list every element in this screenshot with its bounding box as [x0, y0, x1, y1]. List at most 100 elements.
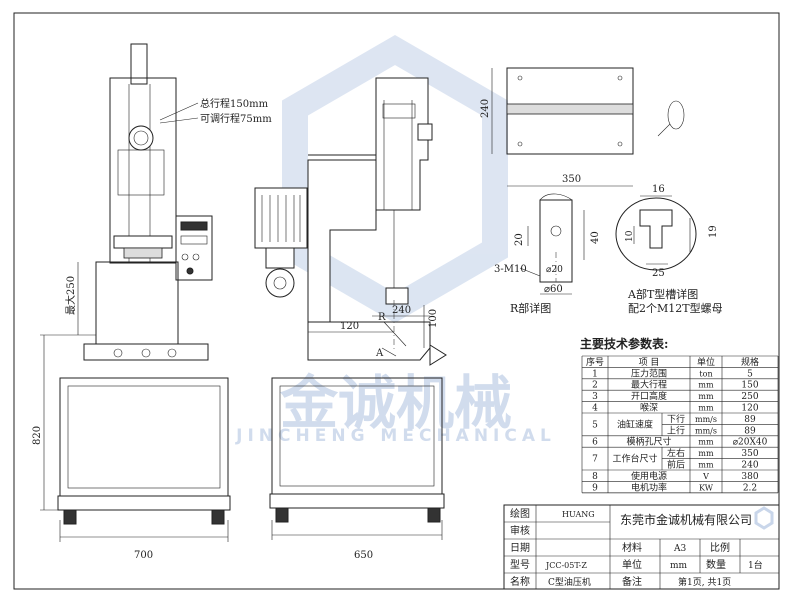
dim-table-350: 350 [562, 174, 581, 185]
tb-model-label: 型号 [510, 558, 530, 571]
spec-row-item: 电机功率 [631, 481, 667, 493]
caption-a-detail-1: A部T型槽详图 [627, 287, 698, 301]
tb-scale-label: 比例 [710, 541, 730, 554]
spec-row-no: 3 [592, 392, 598, 402]
dim-r-d20: ⌀20 [546, 265, 563, 275]
spec-row-value: 350 [741, 449, 758, 459]
spec-row-value: 89 [744, 415, 756, 425]
spec-row-value: 150 [741, 381, 758, 391]
spec-row-no: 6 [592, 438, 598, 448]
tb-name-value: C型油压机 [548, 576, 591, 588]
dim-throat: 120 [340, 321, 359, 332]
spec-row-item: 模柄孔尺寸 [626, 436, 671, 448]
detail-a: 16 10 19 25 A部T型槽详图 配2个M12T型螺母 [615, 184, 723, 315]
spec-row-value: 89 [744, 426, 756, 436]
spec-header: 序号 [586, 356, 604, 368]
spec-row-unit: mm [698, 381, 714, 390]
spec-row-no: 9 [592, 483, 598, 493]
spec-row-item: 油缸速度 [617, 418, 653, 430]
tb-company: 东莞市金诚机械有限公司 [620, 512, 752, 527]
spec-row-value: ⌀20X40 [733, 438, 768, 448]
spec-row-unit: mm/s [695, 426, 717, 435]
dim-a-25: 25 [652, 268, 665, 279]
drawing-border [13, 12, 780, 590]
dim-side-width: 650 [354, 550, 373, 561]
label-thread: 3-M10 [494, 264, 527, 275]
spec-row-unit: mm [698, 449, 714, 458]
side-view: 120 240 100 R A 650 [254, 77, 447, 561]
spec-row-no: 8 [592, 472, 598, 482]
tb-model-value: JCC-05T-Z [545, 561, 587, 570]
spec-row-sub: 下行 [667, 413, 685, 425]
logo-mark [754, 506, 774, 530]
tb-qty-value: 1台 [748, 559, 763, 571]
spec-row-sub: 左右 [667, 447, 685, 459]
spec-header: 规格 [741, 356, 759, 368]
spec-header: 单位 [697, 356, 715, 368]
label-r-detail: R [378, 312, 386, 323]
label-stroke-total: 总行程150mm [200, 97, 269, 110]
watermark-brand: 金诚机械 [280, 369, 512, 437]
spec-grid [581, 355, 779, 494]
tb-material-label: 材料 [622, 541, 642, 554]
tb-review-label: 审核 [510, 524, 530, 537]
dim-max-opening: 最大250 [64, 276, 77, 315]
spec-row-item: 使用电源 [631, 470, 667, 482]
label-a-detail: A [375, 348, 384, 359]
spec-row-value: 240 [741, 461, 758, 471]
table-top-view: 240 350 [480, 67, 685, 187]
tb-name-label: 名称 [510, 575, 530, 588]
detail-r: 20 40 ⌀20 3-M10 ⌀60 R部详图 [494, 193, 601, 315]
spec-row-item: 压力范围 [631, 367, 667, 379]
spec-row-sub: 上行 [667, 424, 685, 436]
spec-row-no: 5 [592, 420, 598, 430]
dim-r-40: 40 [590, 231, 601, 244]
spec-row-unit: mm [698, 461, 714, 470]
dim-front-height: 820 [32, 426, 43, 445]
dim-r-d60: ⌀60 [544, 284, 563, 295]
spec-title: 主要技术参数表: [580, 336, 668, 351]
tb-drawn-value: HUANG [562, 510, 595, 519]
dim-a-10: 10 [625, 230, 635, 242]
dim-r-20: 20 [514, 233, 525, 246]
watermark-hexagon [282, 34, 508, 324]
tb-unit-label: 单位 [622, 558, 642, 571]
spec-row-item: 最大行程 [631, 379, 667, 391]
spec-row-unit: KW [699, 483, 714, 492]
title-block: 绘图 HUANG 审核 日期 型号 JCC-05T-Z 名称 C型油压机 东莞市… [503, 504, 780, 590]
spec-row-unit: mm [698, 404, 714, 413]
spec-row-value: 120 [741, 404, 758, 414]
dim-table-240: 240 [480, 99, 491, 118]
dim-side-240: 240 [392, 305, 411, 316]
spec-row-item: 工作台尺寸 [612, 453, 657, 465]
spec-row-unit: mm [698, 392, 714, 401]
tb-unit-value: mm [670, 561, 688, 571]
label-stroke-adjustable: 可调行程75mm [200, 112, 272, 125]
tb-drawn-label: 绘图 [510, 507, 530, 520]
spec-row-no: 2 [592, 381, 598, 391]
tb-note-label: 备注 [622, 575, 642, 588]
spec-row-unit: V [702, 472, 709, 481]
spec-row-unit: mm/s [695, 415, 717, 424]
dim-a-19: 19 [708, 225, 719, 238]
dim-side-100: 100 [428, 309, 439, 328]
spec-row-no: 4 [592, 404, 598, 414]
spec-row-item: 喉深 [640, 402, 658, 414]
spec-row-value: 250 [741, 392, 758, 402]
tb-qty-label: 数量 [706, 558, 726, 571]
spec-row-value: 380 [741, 472, 758, 482]
tb-material-value: A3 [673, 544, 686, 554]
caption-a-detail-2: 配2个M12T型螺母 [628, 301, 723, 315]
spec-row-sub: 前后 [667, 459, 685, 471]
spec-row-unit: ton [699, 369, 712, 378]
dim-front-width: 700 [134, 550, 153, 561]
spec-row-value: 5 [747, 369, 753, 379]
caption-r-detail: R部详图 [510, 301, 551, 315]
spec-row-value: 2.2 [743, 483, 757, 493]
spec-row-item: 开口高度 [631, 390, 667, 402]
dim-a-16: 16 [652, 184, 665, 195]
tb-date-label: 日期 [510, 542, 530, 554]
